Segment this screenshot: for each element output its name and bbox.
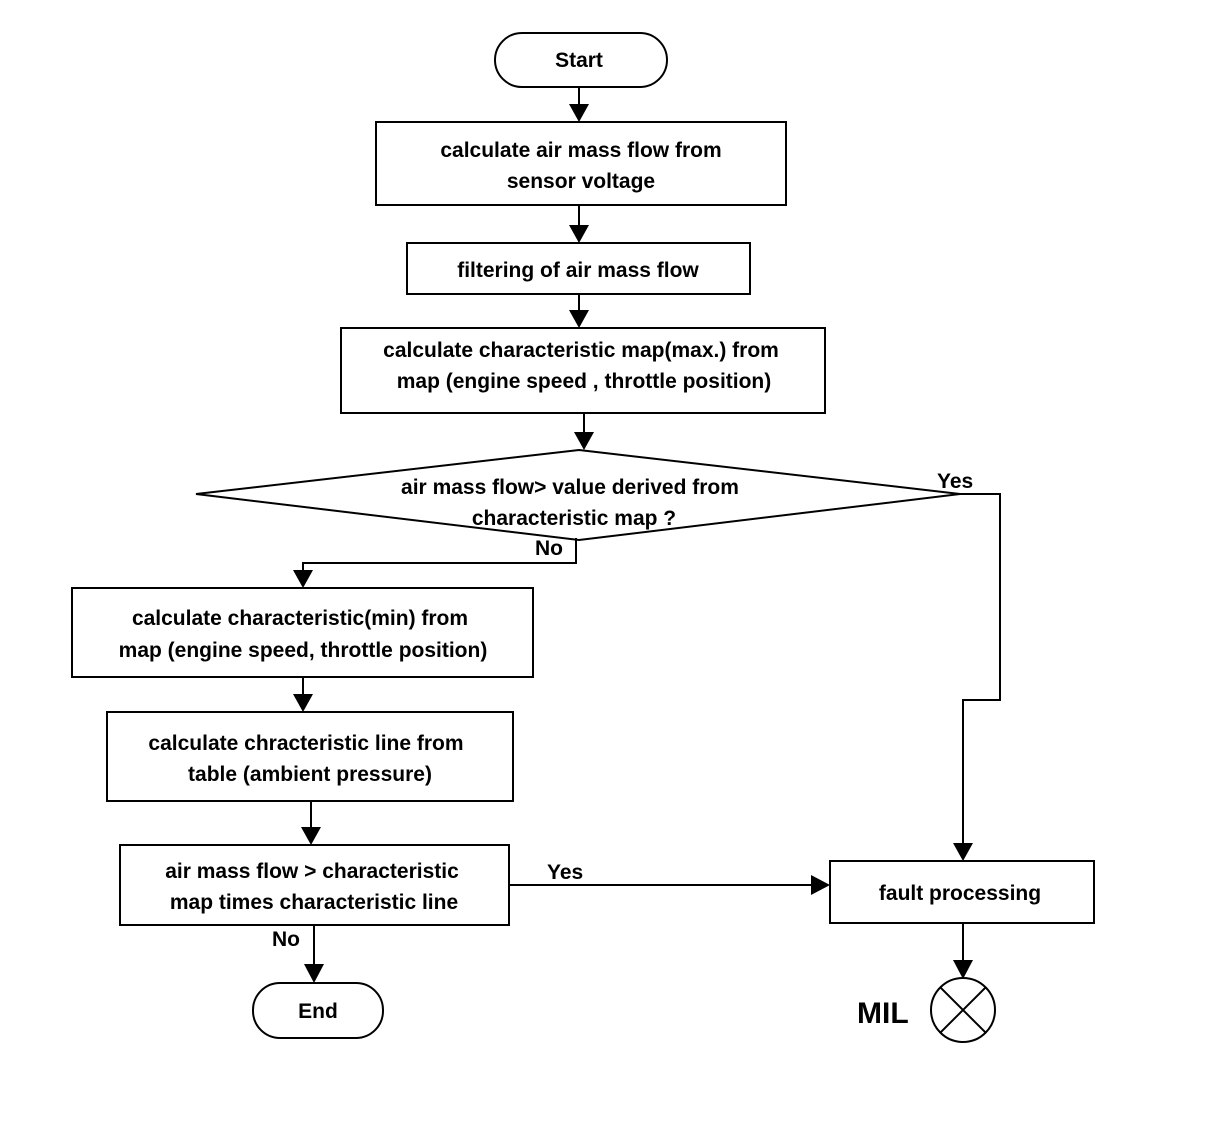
calc-min-box: calculate characteristic(min) from map (… — [71, 587, 534, 678]
decision-min-line1: air mass flow > characteristic — [165, 860, 459, 883]
arrow-calc-map-max-to-decision — [574, 413, 594, 450]
arrow-decision-min-yes — [509, 875, 830, 895]
arrow-calc-min-to-calc-line — [293, 677, 313, 712]
calc-map-max-box: calculate characteristic map(max.) from … — [340, 327, 826, 414]
decision-min-box: air mass flow > characteristic map times… — [119, 844, 510, 926]
fault-processing-box: fault processing — [829, 860, 1095, 924]
arrow-calc-line-to-decision-min — [301, 801, 321, 845]
decision-max-line2: characteristic map ? — [472, 507, 676, 530]
arrow-decision-min-no — [304, 925, 324, 983]
filtering-box: filtering of air mass flow — [406, 242, 751, 295]
calc-line-line2: table (ambient pressure) — [188, 763, 432, 786]
end-node: End — [252, 982, 384, 1039]
calc-air-mass-box: calculate air mass flow from sensor volt… — [375, 121, 787, 206]
filtering-label: filtering of air mass flow — [457, 259, 699, 282]
arrow-calc-air-mass-to-filtering — [569, 205, 589, 243]
decision-min-line2: map times characteristic line — [170, 891, 458, 914]
arrow-decision-max-yes — [953, 493, 1001, 861]
arrow-start-to-calc-air-mass — [569, 87, 589, 122]
arrow-filtering-to-calc-map-max — [569, 294, 589, 328]
calc-min-line2: map (engine speed, throttle position) — [119, 639, 488, 662]
mil-label: MIL — [857, 997, 909, 1030]
calc-map-max-line1: calculate characteristic map(max.) from — [383, 339, 779, 362]
arrow-decision-max-no — [293, 538, 577, 588]
end-label: End — [298, 1000, 338, 1023]
start-node: Start — [494, 32, 668, 88]
decision-max-no-label: No — [535, 537, 563, 560]
calc-air-mass-line2: sensor voltage — [507, 170, 655, 193]
decision-max-yes-label: Yes — [937, 470, 973, 493]
decision-min-yes-label: Yes — [547, 861, 583, 884]
decision-max-line1: air mass flow> value derived from — [401, 476, 739, 499]
calc-min-line1: calculate characteristic(min) from — [132, 607, 468, 630]
decision-max-diamond: air mass flow> value derived from charac… — [195, 448, 961, 542]
start-label: Start — [555, 49, 603, 72]
mil-lamp-icon — [930, 977, 996, 1043]
calc-line-box: calculate chracteristic line from table … — [106, 711, 514, 802]
arrow-fault-to-mil — [953, 923, 973, 979]
calc-map-max-line2: map (engine speed , throttle position) — [397, 370, 772, 393]
calc-air-mass-line1: calculate air mass flow from — [440, 139, 721, 162]
fault-processing-label: fault processing — [879, 882, 1041, 905]
decision-min-no-label: No — [272, 928, 300, 951]
calc-line-line1: calculate chracteristic line from — [148, 732, 463, 755]
